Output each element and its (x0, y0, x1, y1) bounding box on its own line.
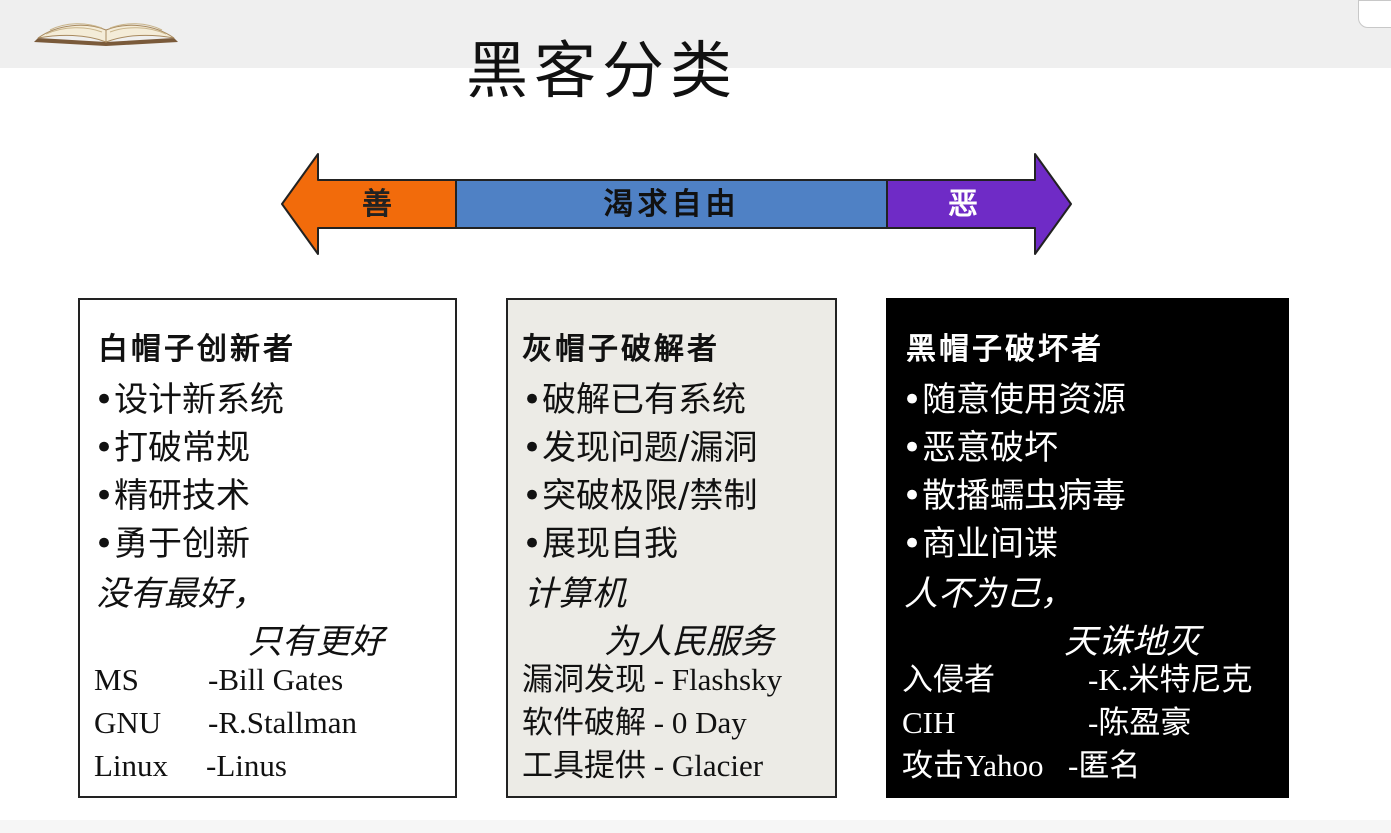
motto-line-1: 人不为己， (904, 574, 1074, 614)
header-band (0, 0, 1391, 68)
credit-name: 工具提供 (522, 748, 646, 783)
bullet-list: 破解已有系统 发现问题/漏洞 突破极限/禁制 展现自我 (522, 376, 758, 568)
panel-title: 黑帽子破坏者 (906, 332, 1104, 367)
credit-author: -陈盈豪 (1088, 705, 1192, 740)
credit-name: 漏洞发现 (522, 662, 646, 697)
bullet-item: 突破极限/禁制 (522, 472, 757, 520)
page-curl-icon (1358, 0, 1391, 28)
open-book-icon (34, 23, 178, 46)
credit-row: CIH -陈盈豪 (902, 701, 1252, 744)
credit-author: - Flashsky (653, 662, 783, 697)
motto-line-2: 只有更好 (248, 622, 384, 662)
credits-list: MS -Bill Gates GNU -R.Stallman Linux -Linus (94, 658, 357, 787)
bullet-item: 发现问题/漏洞 (522, 424, 757, 472)
credit-name: Linux (94, 748, 169, 783)
arrow-left-segment (281, 153, 457, 255)
arrow-label-freedom: 渴求自由 (603, 187, 740, 222)
credit-author: -R.Stallman (208, 705, 357, 740)
bullet-list: 设计新系统 打破常规 精研技术 勇于创新 (94, 376, 284, 568)
black-hat-panel: 黑帽子破坏者 随意使用资源 恶意破坏 散播蠕虫病毒 商业间谍 人不为己， 天诛地… (886, 298, 1289, 798)
panel-title: 灰帽子破解者 (522, 332, 720, 367)
arrow-middle-segment (455, 179, 888, 229)
arrow-label-good: 善 (362, 187, 392, 222)
credit-name: GNU (94, 705, 162, 740)
credit-name: 入侵者 (902, 662, 995, 697)
bullet-item: 随意使用资源 (902, 376, 1126, 424)
white-hat-panel: 白帽子创新者 设计新系统 打破常规 精研技术 勇于创新 没有最好， 只有更好 M… (78, 298, 457, 798)
credit-name: MS (94, 662, 139, 697)
bullet-item: 设计新系统 (94, 376, 284, 424)
credits-list: 入侵者 -K.米特尼克 CIH -陈盈豪 攻击Yahoo -匿名 (902, 658, 1252, 787)
credit-name: CIH (902, 705, 956, 740)
credit-author: -Linus (206, 748, 287, 783)
bullet-item: 勇于创新 (94, 520, 284, 568)
credit-row: GNU -R.Stallman (94, 701, 357, 744)
credit-row: 入侵者 -K.米特尼克 (902, 658, 1252, 701)
bullet-item: 散播蠕虫病毒 (902, 472, 1126, 520)
credit-author: - Glacier (653, 748, 764, 783)
credit-row: 工具提供 - Glacier (522, 744, 782, 787)
panel-title: 白帽子创新者 (98, 332, 296, 367)
slide-title: 黑客分类 (466, 34, 739, 107)
credit-row: 软件破解 - 0 Day (522, 701, 782, 744)
credit-author: - 0 Day (653, 705, 747, 740)
gray-hat-panel: 灰帽子破解者 破解已有系统 发现问题/漏洞 突破极限/禁制 展现自我 计算机 为… (506, 298, 837, 798)
bullet-item: 打破常规 (94, 424, 284, 472)
bullet-item: 商业间谍 (902, 520, 1126, 568)
arrow-label-evil: 恶 (948, 187, 978, 222)
arrow-right-segment (886, 153, 1072, 255)
bullet-item: 精研技术 (94, 472, 284, 520)
motto-line-2: 为人民服务 (604, 622, 774, 662)
motto-line-1: 计算机 (524, 574, 626, 614)
credit-name: 攻击Yahoo (902, 748, 1044, 783)
footer-band (0, 820, 1391, 833)
credit-row: 攻击Yahoo -匿名 (902, 744, 1252, 787)
credit-name: 软件破解 (522, 705, 646, 740)
bullet-item: 恶意破坏 (902, 424, 1126, 472)
motto-line-1: 没有最好， (96, 574, 266, 614)
credit-author: -匿名 (1068, 748, 1141, 783)
credit-row: MS -Bill Gates (94, 658, 357, 701)
credit-row: Linux -Linus (94, 744, 357, 787)
credit-author: -K.米特尼克 (1088, 662, 1253, 697)
credits-list: 漏洞发现 - Flashsky 软件破解 - 0 Day 工具提供 - Glac… (522, 658, 782, 787)
bullet-list: 随意使用资源 恶意破坏 散播蠕虫病毒 商业间谍 (902, 376, 1126, 568)
credit-row: 漏洞发现 - Flashsky (522, 658, 782, 701)
motto-line-2: 天诛地灭 (1064, 622, 1200, 662)
good-evil-arrow (281, 153, 1072, 255)
bullet-item: 破解已有系统 (522, 376, 758, 424)
bullet-item: 展现自我 (522, 520, 758, 568)
credit-author: -Bill Gates (208, 662, 344, 697)
